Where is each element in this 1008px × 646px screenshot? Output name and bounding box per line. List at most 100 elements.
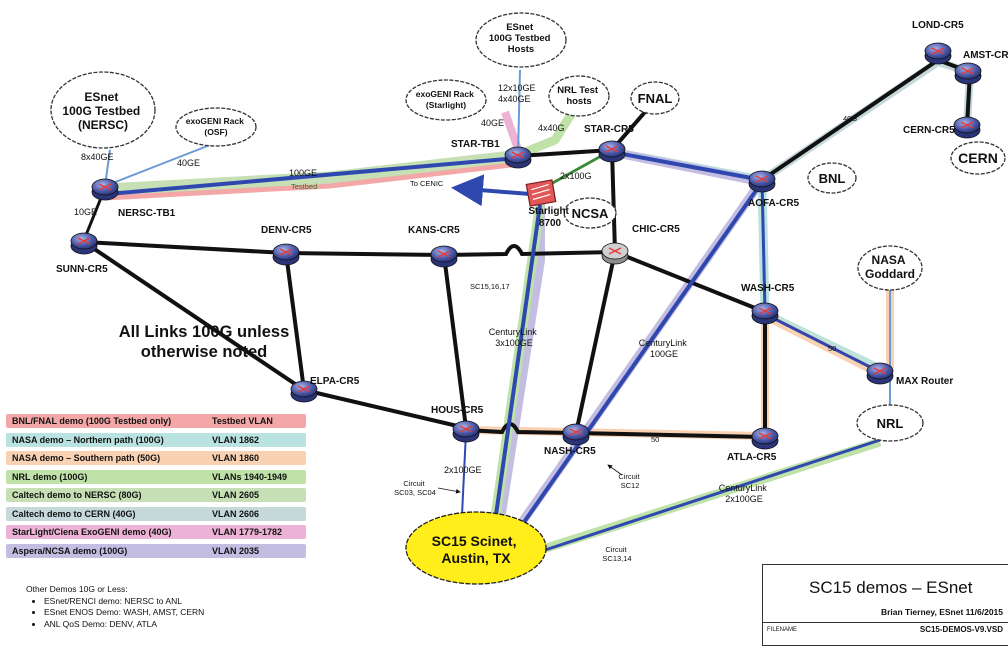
router-kans[interactable] (430, 245, 458, 268)
link-cenic (451, 174, 531, 207)
router-chic[interactable] (601, 242, 629, 265)
label-cern: CERN (958, 150, 998, 166)
label-circuit-a-l1: Circuit (403, 479, 425, 488)
router-amst[interactable] (954, 62, 982, 85)
cloud-fnal (630, 81, 680, 115)
link-aofa-wash (760, 179, 767, 313)
link-sc15-nrl (544, 438, 881, 552)
label-4x40-a: 4x40GE (498, 94, 531, 104)
link-denv-elpa (284, 252, 306, 391)
other-demos-list: ESnet/RENCI demo: NERSC to ANL ESnet ENO… (26, 596, 204, 631)
label-amst: AMST-CR (963, 50, 1008, 61)
label-wash: WASH-CR5 (741, 283, 795, 294)
cloud-exogeni-osf (175, 107, 257, 147)
label-cenic: To CENIC (410, 179, 444, 188)
cloud-nrl-test-hosts (548, 75, 610, 117)
label-esnet-testbed-hosts: ESnet 100G Testbed Hosts (489, 22, 553, 55)
label-nasa-goddard-l2: Goddard (865, 267, 915, 281)
label-esnet-testbed-hosts-l1: ESnet (506, 22, 534, 33)
cloud-ncsa (563, 197, 617, 229)
legend-row: Caltech demo to NERSC (80G)VLAN 2605 (6, 488, 306, 502)
label-esnet-testbed-hosts-l2: 100G Testbed (489, 33, 551, 44)
label-exogeni-starlight: exoGENI Rack (Starlight) (416, 89, 477, 110)
cloud-esnet-testbed-hosts (475, 12, 567, 68)
other-demo-item: ANL QoS Demo: DENV, ATLA (44, 619, 204, 631)
all-links-note-line1: All Links 100G unless (118, 323, 290, 341)
router-hous[interactable] (452, 420, 480, 443)
label-esnet-nersc-l2: 100G Testbed (62, 104, 140, 118)
label-centurylink-b-l1: CenturyLink (639, 338, 688, 348)
label-circuit-b: Circuit SC12 (618, 472, 641, 490)
label-nersc-tb1: NERSC-TB1 (118, 208, 176, 219)
router-nash[interactable] (562, 423, 590, 446)
legend-vlan: VLAN 1862 (212, 434, 260, 445)
label-max-router: MAX Router (896, 376, 953, 387)
label-nrl-test-hosts-l2: hosts (566, 96, 591, 107)
legend-label: StarLight/Ciena ExoGENI demo (40G) (12, 527, 172, 537)
label-atla: ATLA-CR5 (727, 452, 777, 463)
router-cern-cr5[interactable] (953, 116, 981, 139)
label-ncsa: NCSA (572, 206, 609, 221)
legend-label: NRL demo (100G) (12, 471, 88, 482)
cloud-label-layer: ESnet 100G Testbed Hosts exoGENI Rack (S… (62, 22, 997, 566)
label-nrl-test-hosts: NRL Test hosts (557, 85, 600, 107)
router-wash[interactable] (751, 302, 779, 325)
label-centurylink-a: CenturyLink 3x100GE (489, 327, 540, 348)
label-exogeni-osf: exoGENI Rack (OSF) (186, 116, 247, 137)
demo-legend: BNL/FNAL demo (100G Testbed only)Testbed… (6, 414, 306, 562)
label-exogeni-osf-l2: (OSF) (204, 127, 227, 137)
legend-row: NASA demo – Southern path (50G)VLAN 1860 (6, 451, 306, 465)
legend-vlan: VLAN 2606 (212, 508, 260, 519)
label-cern-cr5: CERN-CR5 (903, 125, 955, 136)
label-circuit-c-l2: SC13,14 (602, 554, 631, 563)
starlight-switch[interactable] (525, 179, 557, 207)
label-testbed: Testbed (291, 182, 317, 191)
router-layer (70, 42, 982, 450)
link-aofa-lond (760, 58, 940, 182)
cloud-nasa-goddard (857, 245, 923, 291)
cloud-cern (950, 141, 1006, 175)
label-kans: KANS-CR5 (408, 225, 460, 236)
label-starlight-l2: 8700 (539, 218, 562, 229)
label-circuit-a-l2: SC03, SC04 (394, 488, 436, 497)
link-nash-atla (575, 431, 766, 439)
router-elpa[interactable] (290, 380, 318, 403)
legend-vlan: VLANs 1940-1949 (212, 471, 288, 482)
router-star-tb1[interactable] (504, 146, 532, 169)
label-2x100ge: 2x100GE (444, 465, 482, 475)
label-exogeni-starlight-l2: (Starlight) (426, 100, 466, 110)
router-max-router[interactable] (866, 362, 894, 385)
label-lond: LOND-CR5 (912, 20, 964, 31)
router-denv[interactable] (272, 243, 300, 266)
link-star-chic (610, 149, 617, 253)
label-40g: 40G (843, 114, 857, 123)
label-10ge: 10GE (74, 207, 97, 217)
blue-link-layer (104, 69, 891, 552)
label-4x40-b: 4x40G (538, 123, 565, 133)
other-demos-heading: Other Demos 10G or Less: (26, 584, 128, 594)
legend-row: Aspera/NCSA demo (100G)VLAN 2035 (6, 543, 306, 558)
legend-vlan: VLAN 2035 (212, 545, 260, 556)
cloud-sc15 (405, 511, 547, 585)
label-50-a: 50 (828, 344, 836, 353)
router-lond[interactable] (924, 42, 952, 65)
router-star-cr5[interactable] (598, 140, 626, 163)
label-centurylink-c-l2: 2x100GE (725, 494, 763, 504)
legend-row: BNL/FNAL demo (100G Testbed only)Testbed… (6, 414, 306, 428)
legend-vlan: Testbed VLAN (212, 416, 273, 426)
legend-vlan: VLAN 2605 (212, 490, 260, 500)
label-40ge-b: 40GE (177, 158, 200, 168)
link-starlight-sc15 (493, 204, 542, 523)
label-centurylink-a-l2: 3x100GE (495, 338, 533, 348)
router-nersc-tb1[interactable] (91, 178, 119, 201)
label-8x40: 8x40GE (81, 152, 114, 162)
label-nasa-goddard: NASA Goddard (865, 253, 915, 281)
router-atla[interactable] (751, 427, 779, 450)
label-esnet-nersc-l3: (NERSC) (78, 118, 128, 132)
router-sunn[interactable] (70, 232, 98, 255)
router-aofa[interactable] (748, 170, 776, 193)
label-denv: DENV-CR5 (261, 225, 312, 236)
label-esnet-nersc-l1: ESnet (84, 90, 118, 104)
link-startb1-star (517, 148, 613, 158)
label-star-tb1: STAR-TB1 (451, 139, 500, 150)
